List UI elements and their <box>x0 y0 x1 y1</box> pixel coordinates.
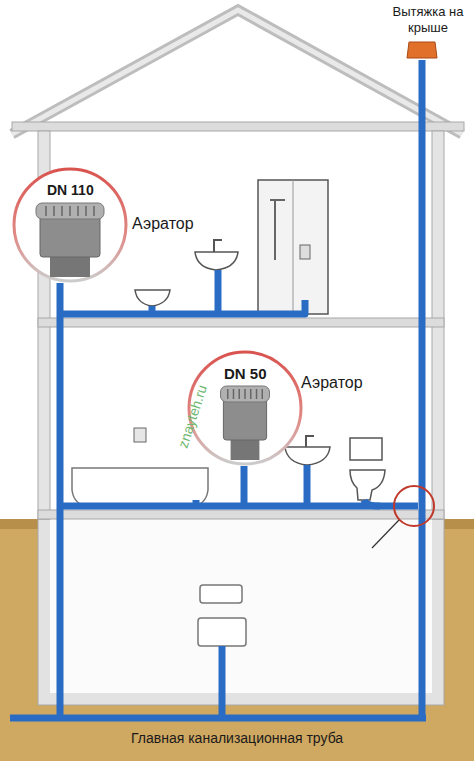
sink <box>285 447 330 465</box>
aerator-slot <box>244 389 246 399</box>
wall-fixture <box>200 585 242 603</box>
aerator-callout: DN 50Аэратор <box>187 350 303 466</box>
aerator-slot <box>256 389 258 399</box>
tap <box>214 240 222 252</box>
aerator-pipe <box>50 255 90 277</box>
part-name: Аэратор <box>132 215 194 233</box>
roof <box>12 10 462 134</box>
callout-circle <box>14 169 126 281</box>
aerator-pipe <box>231 438 260 460</box>
branch-pipe <box>149 306 156 314</box>
branch-pipe <box>241 466 248 506</box>
shower-head <box>270 200 285 260</box>
sink <box>195 252 238 270</box>
basement-room <box>50 519 432 693</box>
branch-pipe <box>215 270 222 314</box>
aerator-slot <box>69 206 71 216</box>
aerator-slot <box>227 389 229 399</box>
branch-pipe <box>219 646 226 718</box>
basement-wall <box>38 519 444 705</box>
aerator-slot <box>238 389 240 399</box>
ground <box>0 519 474 761</box>
size-label: DN 50 <box>224 365 267 382</box>
branch-pipe <box>193 500 200 506</box>
floor-slab <box>38 318 444 327</box>
wall-fixture <box>198 618 246 646</box>
aerator-slot <box>85 206 87 216</box>
branch-pipe <box>304 465 311 506</box>
shower-door <box>293 180 294 314</box>
aerator-slot <box>250 389 252 399</box>
aerator-slot <box>77 206 79 216</box>
attic-beam <box>12 122 464 131</box>
note-label: Главная канализационная труба <box>131 730 343 747</box>
aerator-callout: DN 110Аэратор <box>12 167 128 283</box>
tap <box>306 436 314 447</box>
aerator-slot <box>45 206 47 216</box>
branch-pipe <box>60 300 305 314</box>
note-label: Вытяжка на крыше <box>386 4 470 35</box>
shower-cabin <box>258 180 328 314</box>
aerator-cap <box>221 386 270 402</box>
aerator-slot <box>93 206 95 216</box>
floor-slab <box>38 510 444 519</box>
detail-circle <box>394 486 434 526</box>
callout-circle <box>189 352 301 464</box>
toilet-tank <box>350 438 382 460</box>
aerator-slot <box>61 206 63 216</box>
part-name: Аэратор <box>301 374 363 392</box>
aerator-cap <box>36 203 104 219</box>
sewer-pipes <box>10 60 426 718</box>
aerator-slot <box>262 389 264 399</box>
toilet-bowl <box>350 470 385 500</box>
riser-pipe <box>57 283 64 718</box>
bath-mixer <box>134 428 146 442</box>
aerator-body <box>40 215 100 257</box>
branch-pipe <box>364 500 380 506</box>
aerator-slot <box>233 389 235 399</box>
shower-mixer <box>300 245 310 259</box>
riser-pipe <box>419 60 426 718</box>
main-pipe <box>10 715 426 722</box>
size-label: DN 110 <box>47 182 94 198</box>
aerator-slot <box>53 206 55 216</box>
bathtub <box>72 468 208 506</box>
roof-inner <box>12 10 462 134</box>
leader-line <box>372 520 399 548</box>
roof-vent <box>407 42 437 58</box>
aerator-body <box>223 398 266 440</box>
bidet <box>135 290 170 306</box>
